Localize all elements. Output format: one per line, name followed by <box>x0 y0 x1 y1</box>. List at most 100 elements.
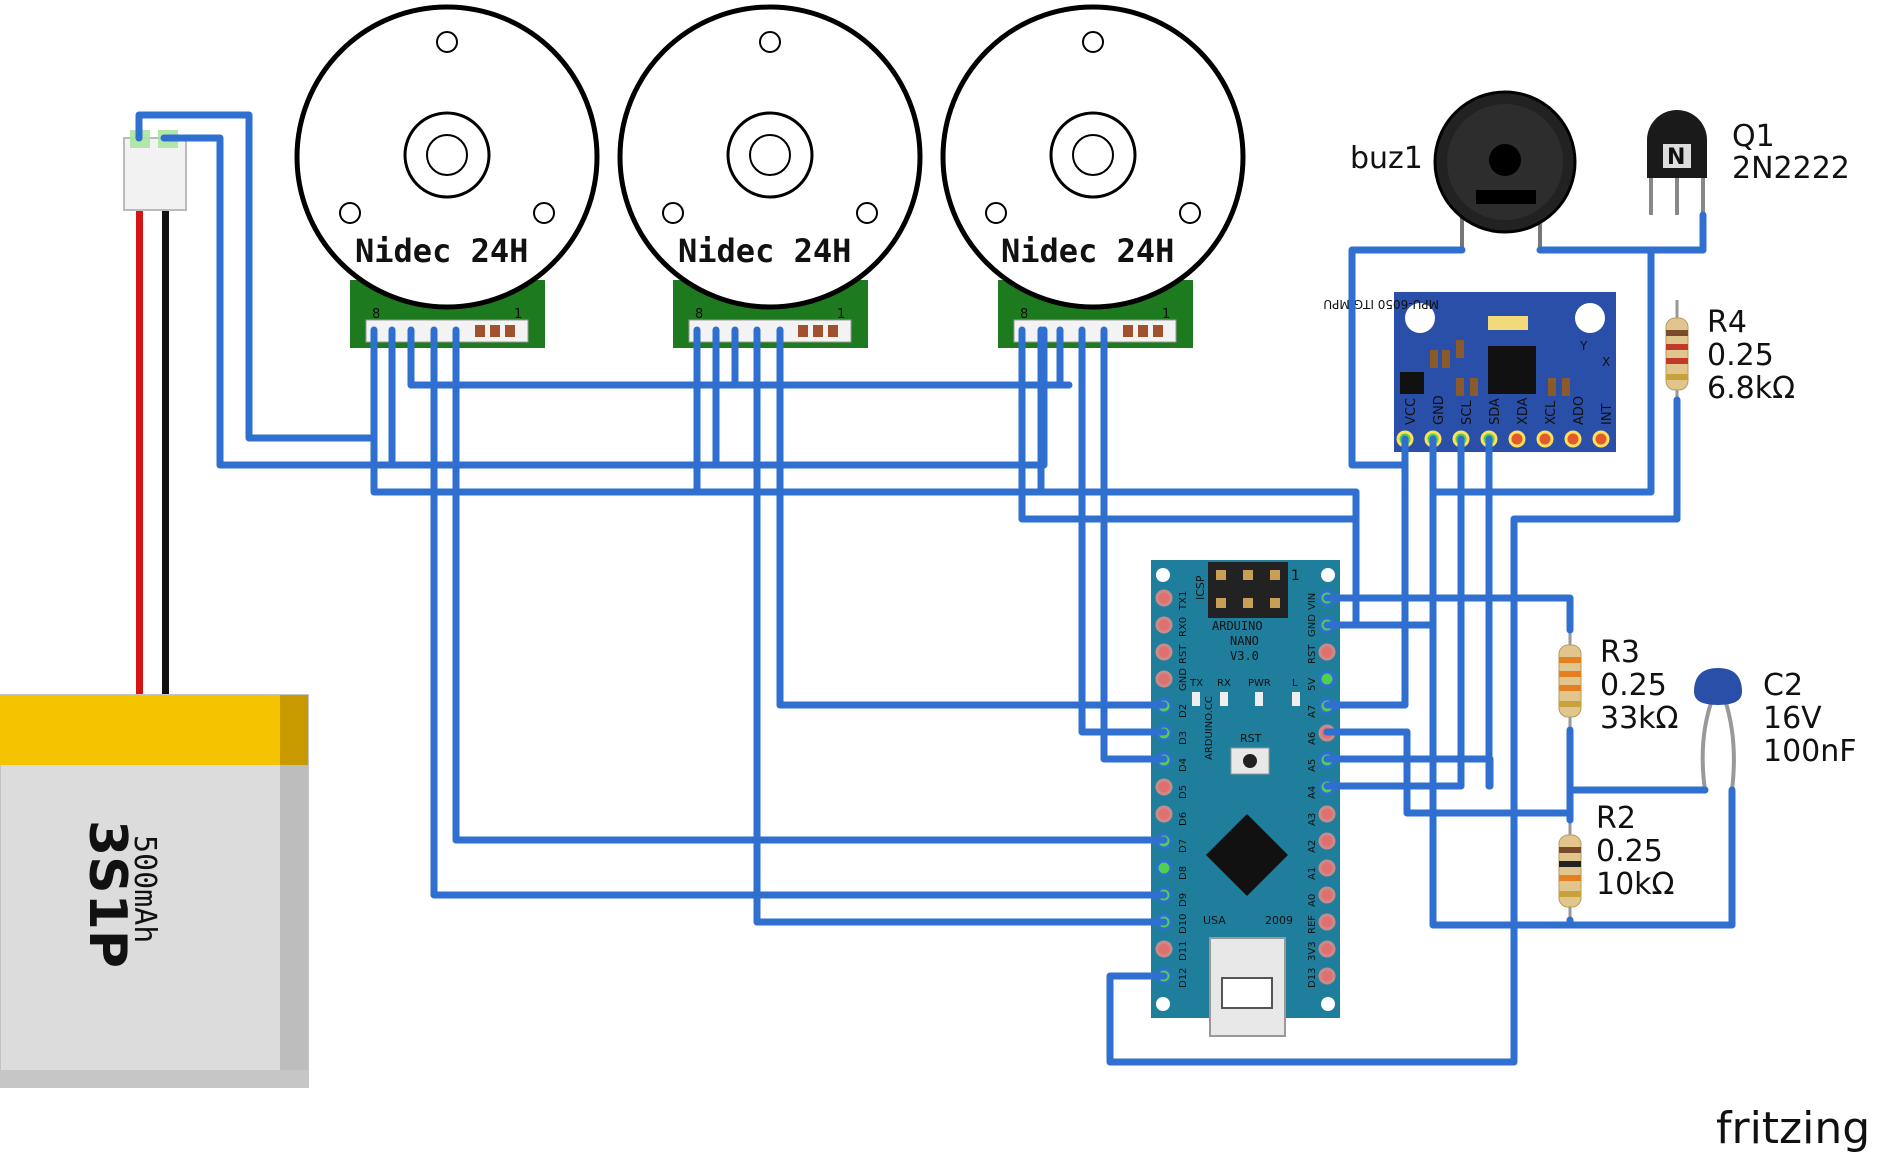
capacitor-c2: C2 16V 100nF <box>1694 668 1857 791</box>
nano-pin-label: TX1 <box>1178 591 1189 611</box>
nano-pin-label: A6 <box>1307 732 1318 745</box>
nano-pin <box>1155 589 1173 607</box>
capacitor-name: C2 <box>1763 668 1803 703</box>
resistor-value: 6.8kΩ <box>1707 371 1795 406</box>
arduino-nano: ICSP 1 ARDUINO NANO V3.0 ARDUINO.CC TX R… <box>1151 560 1340 1037</box>
motor-label: Nidec 24H <box>355 232 528 270</box>
resistor-value: 10kΩ <box>1596 867 1674 902</box>
transistor-symbol: N <box>1667 145 1685 170</box>
nano-title-line2: NANO <box>1230 634 1259 648</box>
nano-pin <box>1318 643 1336 661</box>
wire <box>1100 326 1168 763</box>
nano-leds: TX RX PWR L <box>1189 678 1300 706</box>
nano-pin <box>1318 886 1336 904</box>
nano-pin-label: D13 <box>1307 968 1318 988</box>
nano-pin-label: A3 <box>1307 813 1318 826</box>
nano-pin-label: D5 <box>1178 785 1189 799</box>
resistor-r4: R4 0.25 6.8kΩ <box>1665 300 1795 406</box>
imu-pin-label: ADO <box>1572 396 1587 425</box>
nano-pin-label: D7 <box>1178 839 1189 853</box>
wire <box>1647 211 1707 254</box>
nano-pin-label: RX0 <box>1178 617 1189 637</box>
resistor-power: 0.25 <box>1600 668 1667 703</box>
nano-pin <box>1155 670 1173 688</box>
wire <box>1566 786 1736 929</box>
nano-pin-label: REF <box>1307 915 1318 934</box>
nano-pin-label: A7 <box>1307 705 1318 718</box>
nano-pin <box>1318 805 1336 823</box>
nano-pin-label: D6 <box>1178 812 1189 826</box>
nano-pin-label: A0 <box>1307 894 1318 907</box>
wire <box>430 326 1168 899</box>
imu-pin-label: VCC <box>1404 398 1419 425</box>
resistor-name: R4 <box>1707 305 1747 340</box>
imu-pin-label: INT <box>1600 403 1615 425</box>
motor-3: 8 1 Nidec 24H <box>940 4 1246 348</box>
buzzer-name: buz1 <box>1350 141 1423 176</box>
battery-lead-black <box>162 210 169 700</box>
nano-title-line1: ARDUINO <box>1212 619 1263 633</box>
imu-axis-x: X <box>1602 355 1610 369</box>
nano-pin <box>1318 940 1336 958</box>
led-label: RX <box>1217 678 1231 689</box>
led-label: L <box>1292 678 1298 689</box>
nano-site-label: ARDUINO.CC <box>1204 696 1215 760</box>
battery-lead-red <box>136 210 143 700</box>
resistor-r3: R3 0.25 33kΩ <box>1558 630 1678 736</box>
wire <box>1323 488 1409 709</box>
nano-pin-label: GND <box>1178 668 1189 691</box>
transistor-name: Q1 <box>1732 119 1775 154</box>
led-label: TX <box>1189 678 1203 689</box>
nano-pin-label: A1 <box>1307 867 1318 880</box>
nano-pin-label: D10 <box>1178 914 1189 934</box>
nano-pin-label: D4 <box>1178 758 1189 772</box>
capacitor-value: 100nF <box>1763 734 1857 769</box>
imu-pin-label: XDA <box>1516 397 1531 425</box>
wire <box>753 326 1168 926</box>
motor-pin-left: 8 <box>1020 307 1028 322</box>
imu-module: MPU-6050 ITG/MPU Y X VCC GND SCL SDA XDA… <box>1323 292 1616 452</box>
wires <box>135 111 1736 1066</box>
motor-pin-left: 8 <box>372 307 380 322</box>
nano-pin-label: 5V <box>1307 678 1318 691</box>
motor-pin-left: 8 <box>695 307 703 322</box>
nano-pin-label: A4 <box>1307 786 1318 799</box>
capacitor-body <box>1694 668 1742 705</box>
battery-connector <box>123 137 187 211</box>
wire <box>1323 755 1494 790</box>
imu-pin-label: XCL <box>1544 400 1559 425</box>
nano-pin-label: A5 <box>1307 759 1318 772</box>
nano-pin-label: D11 <box>1178 941 1189 961</box>
nano-pin <box>1155 805 1173 823</box>
pin-one-label: 1 <box>1291 568 1300 584</box>
motor-2: 8 1 Nidec 24H <box>617 4 923 348</box>
battery-top-band <box>0 695 308 765</box>
nano-pin-label: GND <box>1307 614 1318 637</box>
icsp-label: ICSP <box>1194 575 1207 600</box>
nano-pin <box>1155 778 1173 796</box>
transistor-part: 2N2222 <box>1732 151 1850 186</box>
battery-capacity: 500mAh <box>127 835 162 943</box>
nano-pin-label: VIN <box>1307 593 1318 610</box>
motor-pin-right: 1 <box>1162 307 1170 322</box>
nano-pin <box>1318 967 1336 985</box>
transistor: N Q1 2N2222 <box>1647 110 1850 215</box>
nano-pin <box>1318 670 1336 688</box>
resistor-power: 0.25 <box>1707 338 1774 373</box>
nano-pin-label: RST <box>1307 644 1318 664</box>
imu-pin-labels: VCC GND SCL SDA XDA XCL ADO INT <box>1404 395 1615 425</box>
nano-pin-label: D9 <box>1178 893 1189 907</box>
wire <box>1323 435 1465 790</box>
nano-pin <box>1318 832 1336 850</box>
motor-pin-right: 1 <box>837 307 845 322</box>
imu-axis-y: Y <box>1579 339 1588 353</box>
nano-usa: USA <box>1203 914 1226 927</box>
wire <box>452 326 1168 844</box>
imu-pin-label: SDA <box>1488 398 1503 425</box>
motor-label: Nidec 24H <box>678 232 851 270</box>
wire <box>407 326 1073 389</box>
led-label: PWR <box>1248 678 1271 689</box>
buzzer: buz1 <box>1350 90 1577 250</box>
wire <box>1429 621 1574 929</box>
